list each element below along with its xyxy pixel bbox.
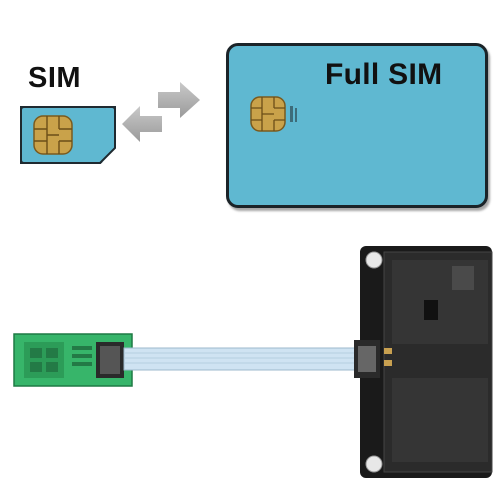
sim-label: SIM [28,62,82,94]
sim-adapter-extension-illustration [13,246,493,478]
swap-arrows-icon [122,82,200,142]
sim-socket-board [354,246,493,478]
ribbon-cable [123,347,361,371]
green-sim-adapter-pcb [13,333,133,387]
full-sim-chip-icon [250,96,297,132]
mini-sim-chip [20,106,116,164]
full-sim-label: Full SIM [325,58,443,91]
